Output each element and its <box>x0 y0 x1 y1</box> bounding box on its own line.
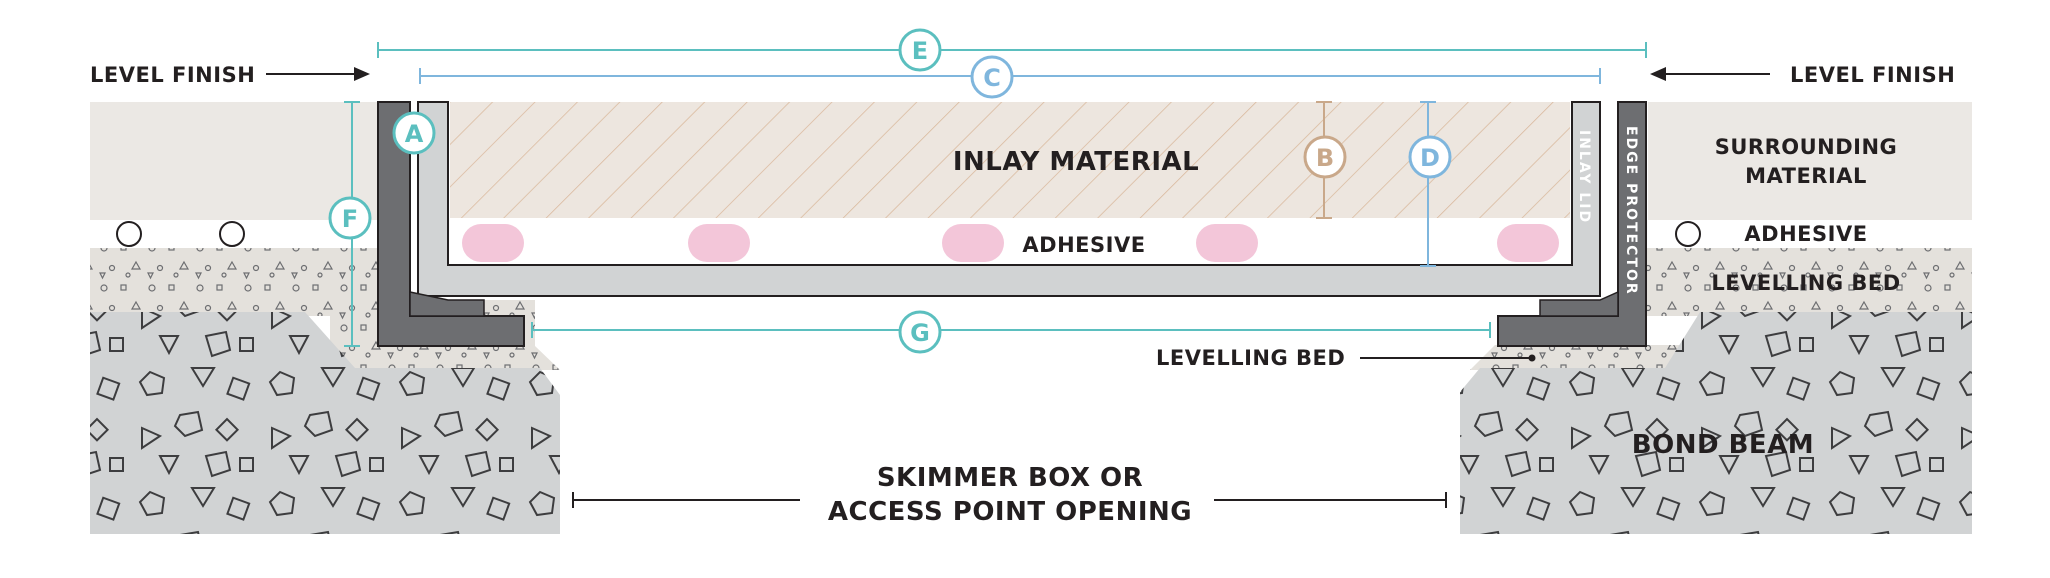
levelling-bed-center-label: LEVELLING BED <box>1156 346 1345 370</box>
inlay-material-label: INLAY MATERIAL <box>953 147 1199 177</box>
dimension-g-badge <box>898 310 942 354</box>
dimension-c-text: C <box>983 64 1001 92</box>
surrounding-material-right <box>1648 102 1972 220</box>
edge-protector-left <box>377 101 525 347</box>
adhesive-marker-left-2 <box>219 221 245 247</box>
adhesive-marker-left-1 <box>116 221 142 247</box>
adhesive-marker-right <box>1675 221 1701 247</box>
levelling-bed-under-right-protector <box>1470 312 1740 370</box>
inlay-lid-label: INLAY LID <box>1576 130 1592 224</box>
dimension-a-text: A <box>405 120 424 148</box>
dimension-f-text: F <box>342 205 358 233</box>
dimension-g-text: G <box>910 319 930 347</box>
opening-label-line2: ACCESS POINT OPENING <box>828 497 1192 527</box>
dimension-c-badge <box>970 55 1014 99</box>
surrounding-material-label-line2: MATERIAL <box>1745 164 1867 188</box>
dimension-e-text: E <box>912 37 928 65</box>
levelling-bed-leader-dot <box>1528 354 1536 362</box>
edge-protector-left-step <box>409 291 485 317</box>
bond-beam-label: BOND BEAM <box>1632 430 1814 460</box>
surrounding-material-left <box>90 102 378 220</box>
levelling-bed-right-label: LEVELLING BED <box>1711 271 1900 295</box>
dimension-b-text: B <box>1316 144 1334 172</box>
dimension-e-badge <box>898 28 942 72</box>
edge-protector-label: EDGE PROTECTOR <box>1623 126 1639 296</box>
dimension-d-badge <box>1408 135 1452 179</box>
opening-label-line1: SKIMMER BOX OR <box>877 463 1143 493</box>
level-finish-right-label: LEVEL FINISH <box>1790 63 1955 87</box>
adhesive-dots <box>462 224 1559 262</box>
bond-beam-right <box>1460 312 1972 534</box>
dimension-d-text: D <box>1420 144 1440 172</box>
edge-protector-right-step <box>1539 290 1619 317</box>
level-finish-left-label: LEVEL FINISH <box>90 63 255 87</box>
dimension-f-badge <box>328 196 372 240</box>
adhesive-right-label: ADHESIVE <box>1744 222 1867 246</box>
surrounding-material-label-line1: SURROUNDING <box>1715 135 1898 159</box>
adhesive-layer <box>450 218 1570 264</box>
dimension-b-badge <box>1303 135 1347 179</box>
dimension-a-badge <box>392 111 436 155</box>
adhesive-center-label: ADHESIVE <box>1022 233 1145 257</box>
levelling-bed-right <box>1640 248 1972 316</box>
inlay-material <box>450 102 1570 218</box>
bond-beam-left <box>90 312 560 534</box>
level-finish-right-arrowhead <box>1650 67 1666 81</box>
inlay-lid <box>417 101 1601 297</box>
level-finish-left-arrowhead <box>354 67 370 81</box>
